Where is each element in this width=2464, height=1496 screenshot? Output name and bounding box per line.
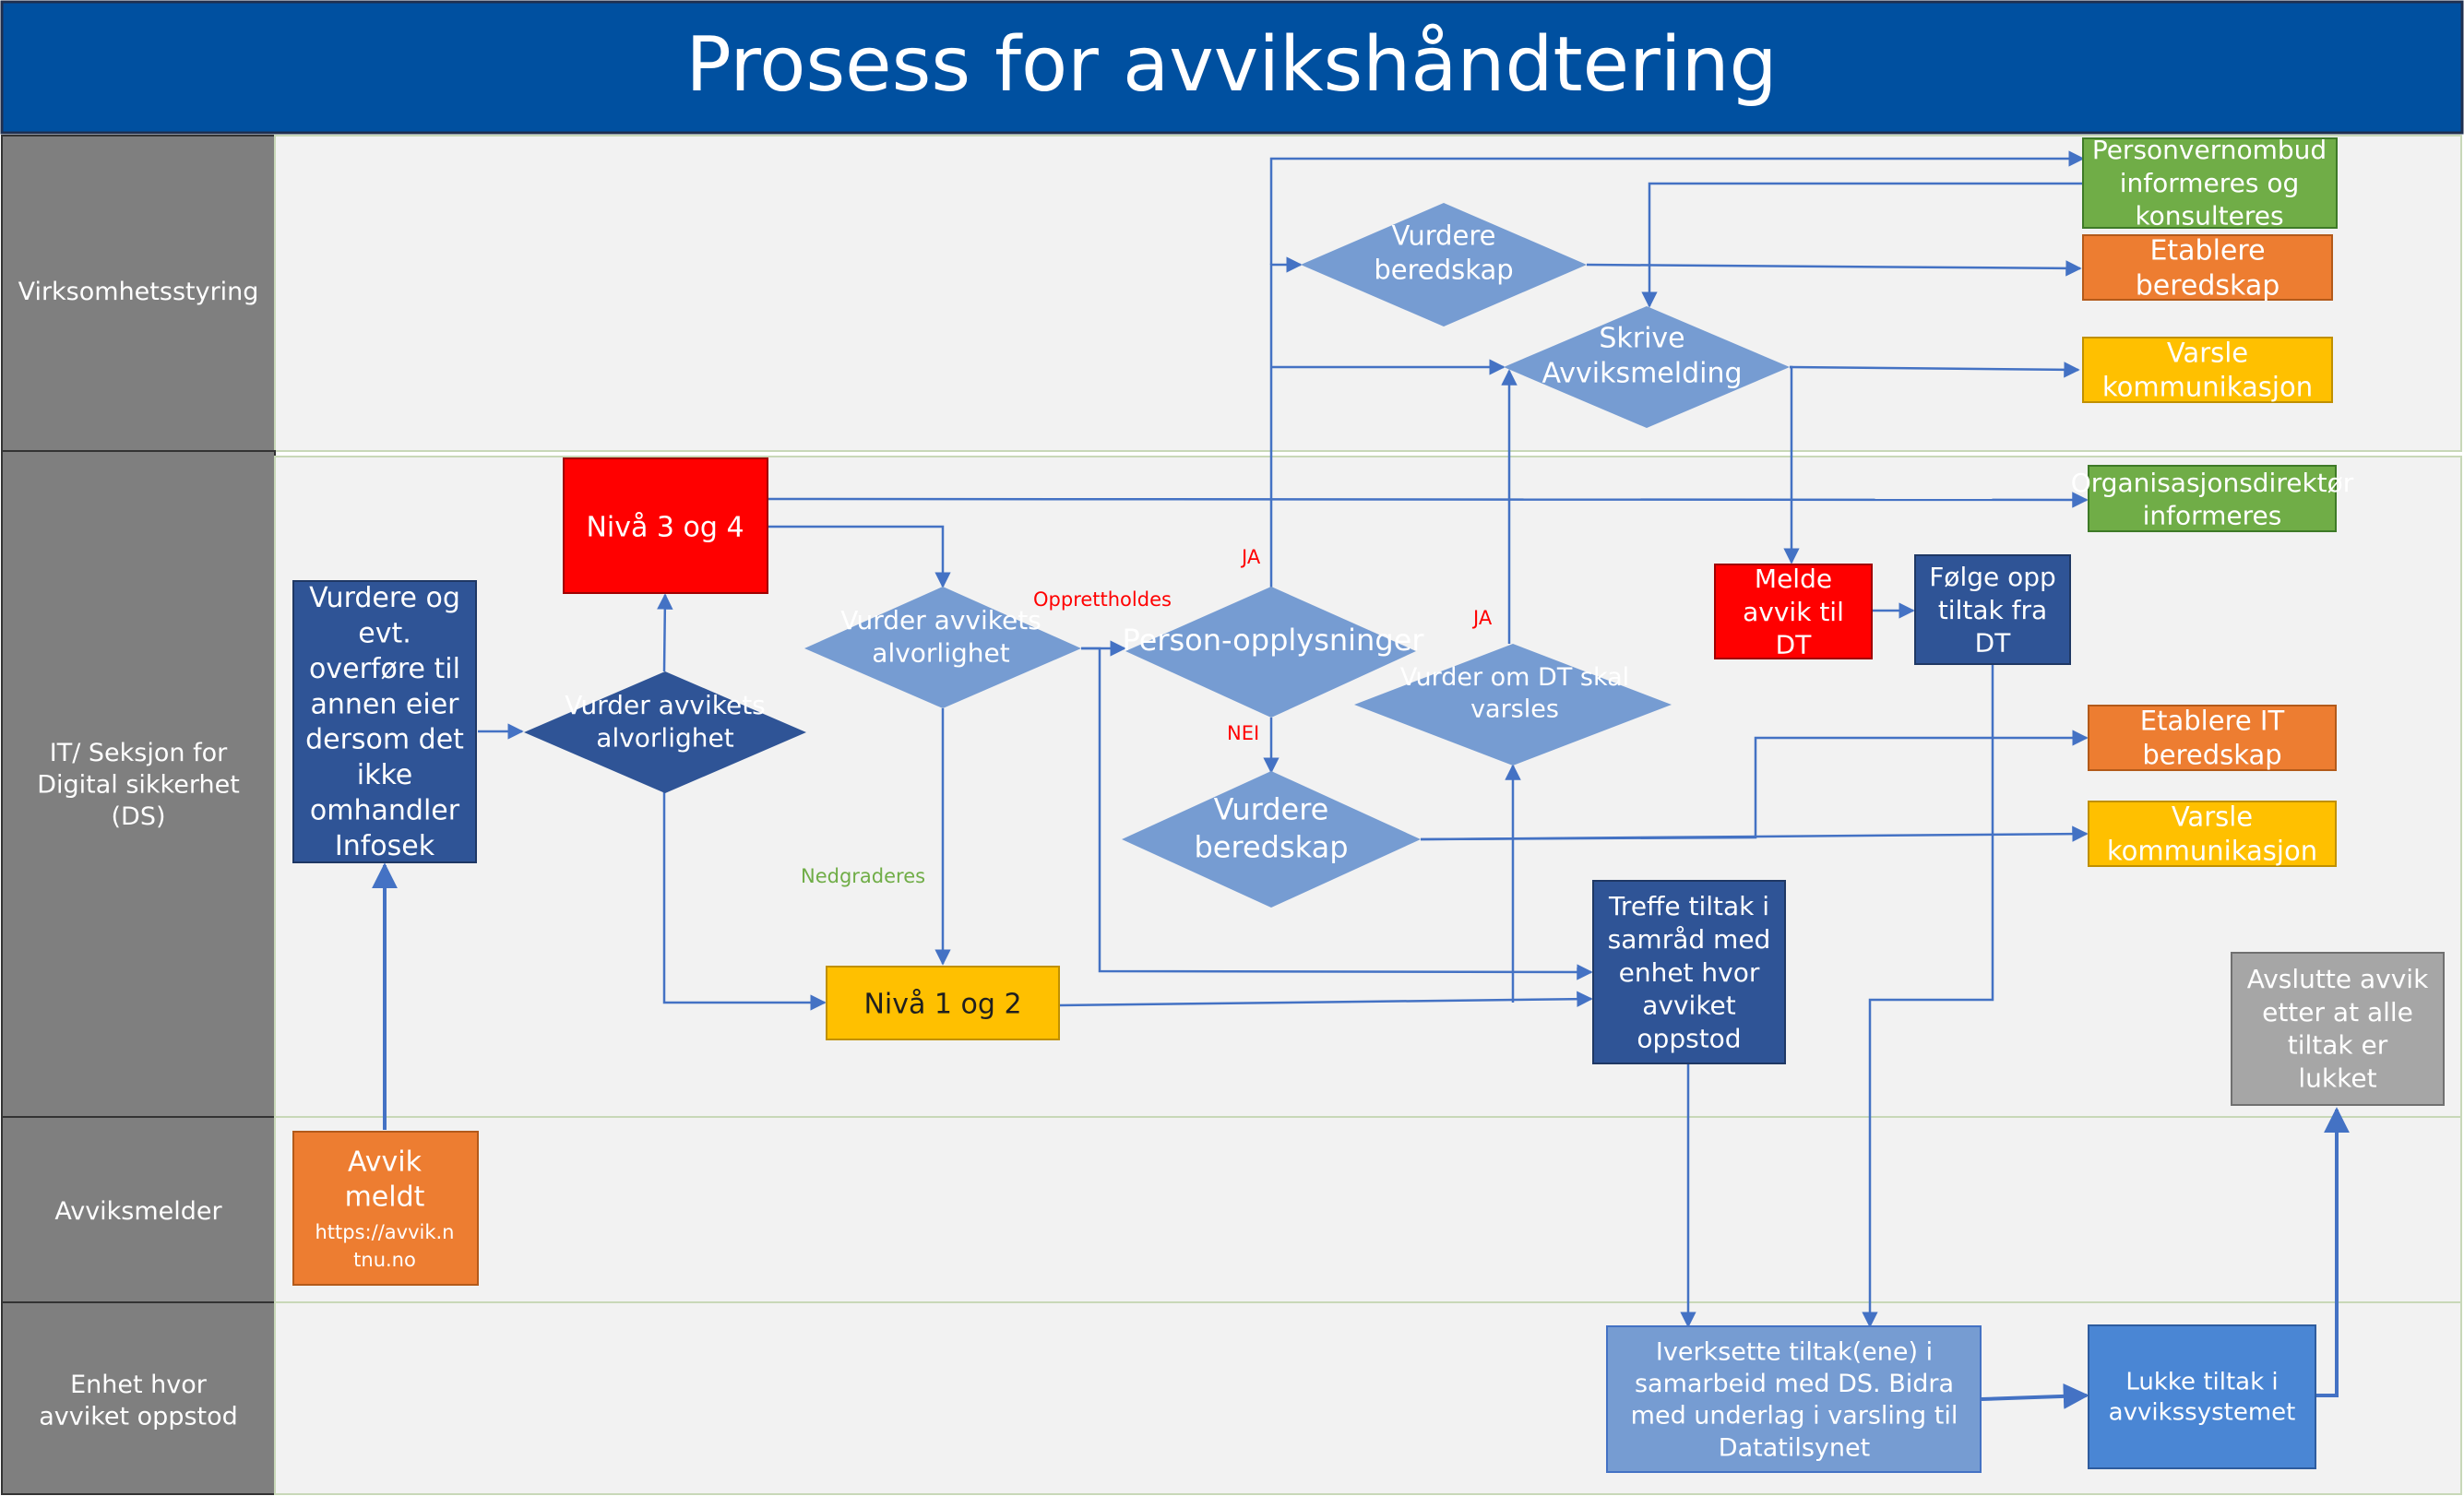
- node-etablere-beredskap: [2082, 234, 2333, 301]
- node-avslutte-avvik: [2231, 952, 2445, 1106]
- edge-lukke-to-avslutte: [2315, 1107, 2350, 1397]
- node-niva-3-og-4-text: Nivå 3 og 4: [586, 512, 744, 544]
- node-vurdere-beredskap-top: [1301, 203, 1587, 327]
- lane-label-bg-4: [1, 1301, 276, 1495]
- node-vurdere-beredskap-mid: [1122, 771, 1421, 908]
- edge-labels: Opprettholdes Nedgraderes JA JA NEI: [801, 546, 1493, 887]
- node-niva-1-og-2: [826, 966, 1060, 1040]
- edge-vurdere-mid-to-varsle: [1420, 825, 2089, 842]
- node-varsle-kommunikasjon-top: [2082, 337, 2333, 403]
- edge-ombud-to-skrive: [1641, 182, 2083, 308]
- node-skrive-avviksmelding: [1504, 306, 1790, 428]
- node-lukke-tiltak: [2088, 1324, 2316, 1469]
- edge-niva34-to-orgdir: [767, 492, 2089, 508]
- lane-label-3: Avviksmelder: [54, 1197, 222, 1226]
- node-iverksette-tiltak: [1606, 1325, 1982, 1473]
- node-personvernombud: [2082, 137, 2338, 229]
- lane-body-3: [274, 1116, 2462, 1303]
- page-title: Prosess for avvikshåndtering: [685, 21, 1777, 109]
- label-nei: NEI: [1227, 722, 1259, 744]
- node-personopplysninger-text: Person-opplysninger: [1123, 623, 1425, 658]
- node-vurder-alvorlighet-1: [524, 671, 806, 793]
- edge-iverksette-to-lukke: [1981, 1383, 2089, 1409]
- lane-label-bg-1: [1, 135, 276, 452]
- label-ja-2: JA: [1471, 607, 1493, 629]
- node-organisasjonsdirektor: [2088, 465, 2337, 532]
- node-varsle-kommunikasjon-mid: [2088, 801, 2337, 867]
- node-vurder-alvorlighet-2: [804, 587, 1081, 708]
- edge-vurdere-top-to-etablere: [1586, 260, 2082, 277]
- node-treffe-tiltak: [1592, 880, 1786, 1064]
- edge-folge-to-iverksette: [1862, 664, 1994, 1328]
- node-melde-avvik-dt: [1714, 564, 1873, 659]
- lane-label-1: Virksomhetsstyring: [18, 278, 259, 306]
- edge-person-to-ombud: [1269, 150, 2085, 265]
- node-niva-3-og-4: [563, 457, 768, 594]
- title-banner: [0, 0, 2464, 135]
- node-personopplysninger: [1125, 587, 1416, 718]
- edge-niva34-to-alvorlighet2: [768, 525, 951, 588]
- node-vurdere-og-overfore: [292, 580, 477, 863]
- node-avvik-meldt: [292, 1131, 479, 1286]
- edge-alvorlighet-to-niva12: [662, 791, 827, 1011]
- label-nedgraderes: Nedgraderes: [801, 865, 925, 887]
- label-ja-1: JA: [1240, 546, 1261, 568]
- edge-niva12-to-treffe: [1058, 991, 1593, 1007]
- node-folge-opp-tiltak: [1914, 554, 2071, 665]
- edge-alvorlighet-to-niva34: [657, 593, 673, 672]
- node-niva-1-og-2-text: Nivå 1 og 2: [863, 989, 1021, 1021]
- lane-label-bg-3: [1, 1116, 276, 1303]
- node-avvik-url-line-1: https://avvik.n: [315, 1221, 455, 1243]
- connectors: [372, 150, 2350, 1409]
- label-opprettholdes: Opprettholdes: [1033, 588, 1172, 611]
- lane-label-bg-2: [1, 450, 276, 1118]
- edge-skrive-to-varsle-top: [1789, 362, 2080, 378]
- edge-alvorlighet2-to-treffe: [1081, 647, 1593, 980]
- node-etablere-it-beredskap: [2088, 705, 2337, 771]
- node-avvik-url-line-2: tnu.no: [353, 1249, 416, 1271]
- node-vurder-dt: [1354, 644, 1672, 766]
- edge-skrive-to-melde: [1783, 365, 1800, 564]
